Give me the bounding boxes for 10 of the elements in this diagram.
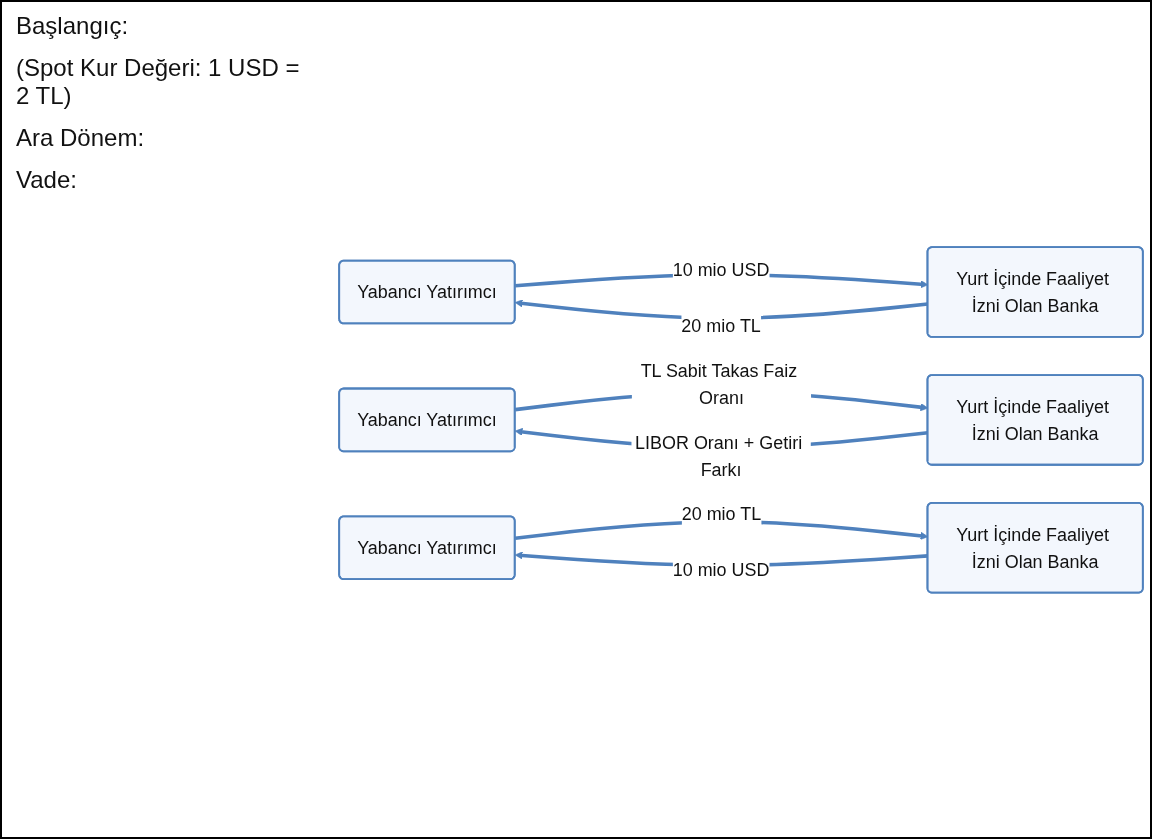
edge-label: 20 mio TL (681, 503, 762, 524)
edge-label: LIBOR Oranı + Getiri Farkı (635, 432, 803, 479)
edge-label: 20 mio TL (681, 315, 761, 336)
section-heading: Vade: (16, 166, 78, 194)
edge-label: 10 mio USD (672, 559, 770, 580)
section-heading: (Spot Kur Değeri: 1 USD = 2 TL) (16, 54, 301, 110)
edge-label: TL Sabit Takas Faiz Oranı (640, 360, 798, 407)
edge-label: 10 mio USD (672, 259, 770, 280)
section-heading: Ara Dönem: (16, 124, 146, 152)
section-heading: Başlangıç: (16, 12, 130, 40)
